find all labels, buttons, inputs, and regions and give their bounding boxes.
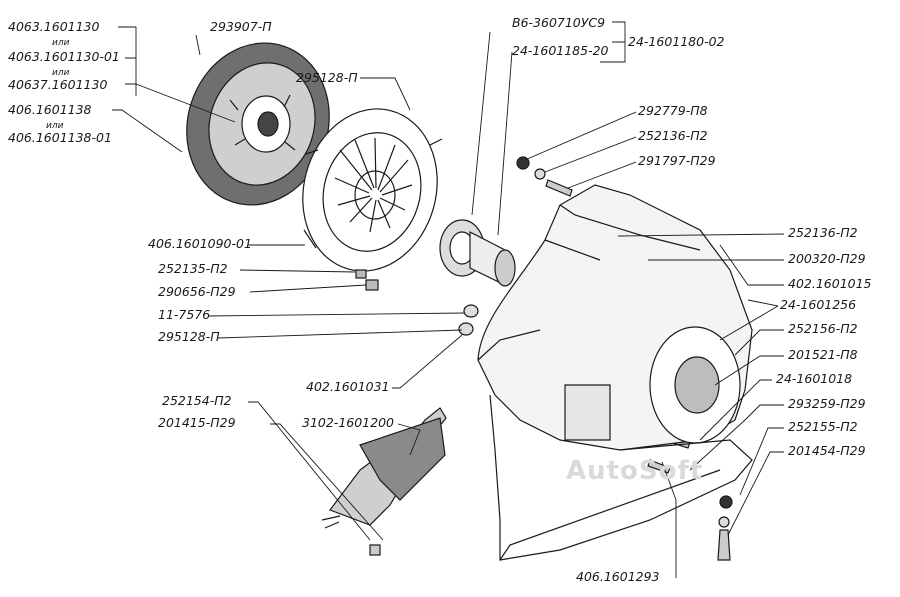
- label-ili-2: или: [52, 68, 70, 78]
- label-24-1601180-02: 24-1601180-02: [628, 34, 725, 49]
- label-406-1601138: 406.1601138: [8, 102, 92, 117]
- label-24-1601018: 24-1601018: [776, 371, 853, 386]
- clutch-housing: [477, 184, 753, 561]
- label-200320: 200320-П29: [788, 251, 866, 266]
- label-290656: 290656-П29: [158, 284, 236, 299]
- label-24-1601185-20: 24-1601185-20: [512, 43, 609, 58]
- label-291797: 291797-П29: [638, 153, 716, 168]
- label-b6-360710: В6-360710УС9: [512, 15, 606, 30]
- label-293907: 293907-П: [210, 19, 272, 34]
- label-402-1601031: 402.1601031: [306, 379, 390, 394]
- label-402-1601015: 402.1601015: [788, 276, 872, 291]
- label-252136-b: 252136-П2: [788, 225, 858, 240]
- label-252154: 252154-П2: [162, 393, 232, 408]
- watermark: AutoSoft: [566, 456, 704, 486]
- label-252156: 252156-П2: [788, 321, 858, 336]
- leader-lines: [112, 21, 785, 578]
- label-4063-1601130: 4063.1601130: [8, 19, 100, 34]
- label-406-1601138-01: 406.1601138-01: [8, 130, 112, 145]
- label-201521: 201521-П8: [788, 347, 858, 362]
- release-bearing: [439, 219, 516, 287]
- label-3102-1601200: 3102-1601200: [302, 415, 394, 430]
- label-292779: 292779-П8: [638, 103, 708, 118]
- pressure-plate: [302, 108, 443, 272]
- label-11-7576: 11-7576: [158, 307, 211, 322]
- label-201415: 201415-П29: [158, 415, 236, 430]
- label-295128-top: 295128-П: [296, 70, 358, 85]
- label-4063-1601130-01: 4063.1601130-01: [8, 49, 120, 64]
- label-ili-1: или: [52, 38, 70, 48]
- label-293259: 293259-П29: [788, 396, 866, 411]
- label-406-1601293: 406.1601293: [576, 569, 660, 584]
- label-252155: 252155-П2: [788, 419, 858, 434]
- label-201454: 201454-П29: [788, 443, 866, 458]
- label-252136-a: 252136-П2: [638, 128, 708, 143]
- label-406-1601090-01: 406.1601090-01: [148, 236, 252, 251]
- label-295128-mid: 295128-П: [158, 329, 220, 344]
- clutch-disc: [186, 42, 330, 206]
- label-40637-1601130: 40637.1601130: [8, 77, 108, 92]
- label-ili-3: или: [46, 121, 64, 131]
- label-24-1601256: 24-1601256: [780, 297, 857, 312]
- label-252135: 252135-П2: [158, 261, 228, 276]
